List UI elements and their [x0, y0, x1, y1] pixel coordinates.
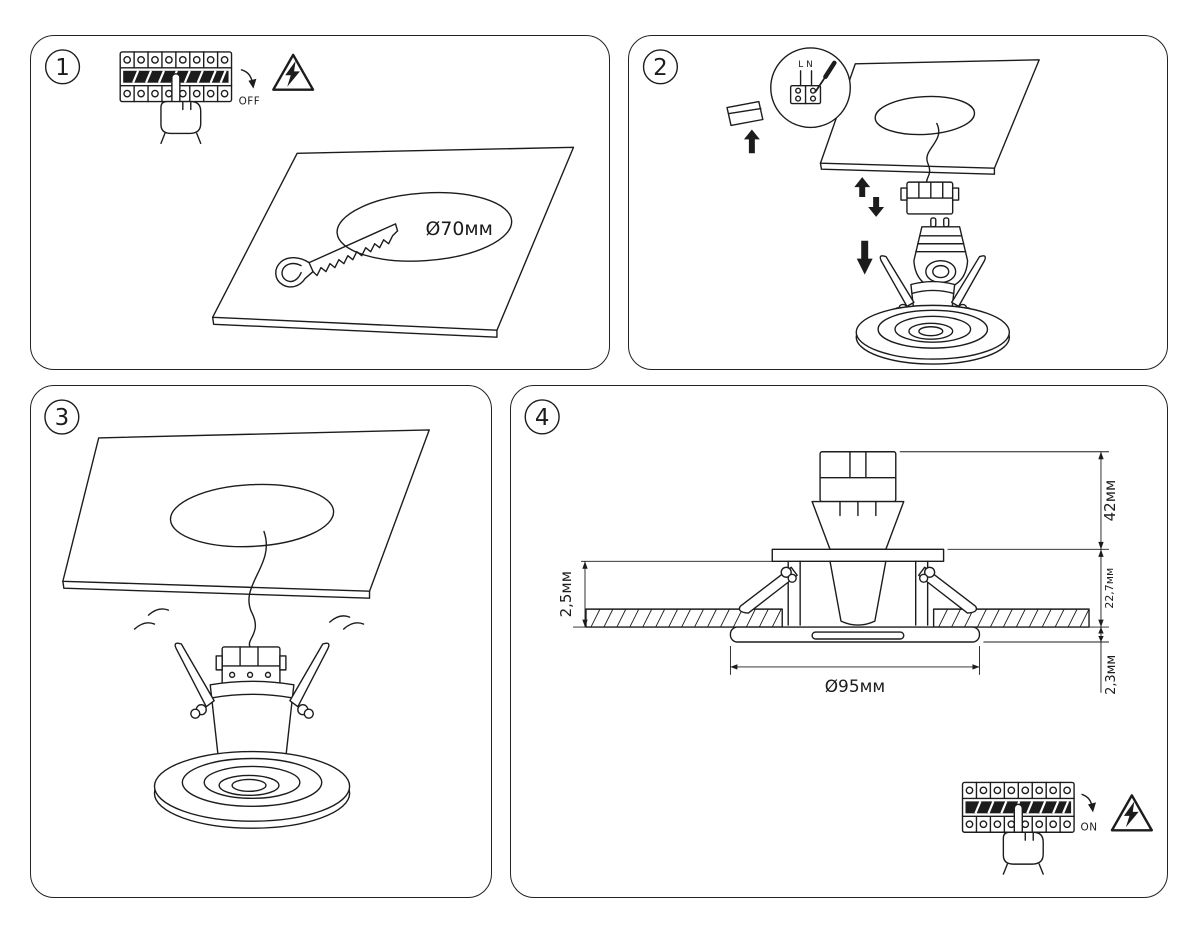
spring-clip-right [950, 255, 986, 308]
fixture-body [209, 680, 295, 758]
step-number: 1 [55, 55, 70, 81]
step-3-illustration: 3 [44, 399, 430, 829]
power-on-label: ON [1081, 821, 1098, 833]
trim-ring [855, 304, 1011, 365]
step-number-badge: 2 [642, 49, 679, 85]
wire-labels: L N [798, 60, 813, 70]
ceiling-wire [926, 122, 940, 183]
spring-clip-right [917, 566, 978, 614]
step-2-illustration: 2 L N [642, 47, 1040, 365]
terminal-box [819, 451, 897, 503]
breaker-terminal-strip-icon [119, 50, 233, 145]
dim-height-label: 42мм [1101, 480, 1119, 522]
terminal-box [215, 646, 287, 686]
hole-diameter-label: Ø70мм [425, 218, 492, 240]
screwdriver-icon [814, 60, 837, 93]
terminal-box [900, 181, 960, 215]
breaker-terminal-strip-icon [961, 781, 1076, 876]
switch-off-arrow [240, 69, 257, 89]
step-number-badge: 4 [524, 399, 560, 435]
ceiling-tile [819, 59, 1040, 175]
dim-recess-label: 22,7мм [1103, 568, 1116, 609]
motion-lines [133, 608, 365, 630]
ceiling-wire [248, 530, 267, 648]
mounting-plate [771, 548, 945, 563]
cutout-hole [169, 483, 335, 548]
step-1-illustration: 1 OFF Ø70мм [44, 49, 575, 338]
assembly-direction-arrows [854, 177, 885, 217]
step-2-panel: 2 L N [628, 35, 1168, 370]
spring-clip-left [738, 566, 798, 614]
dim-flange-label: 2,3мм [1104, 655, 1119, 695]
keyhole-saw-icon [275, 223, 399, 288]
ceiling-tile [62, 429, 430, 599]
step-1-panel: 1 OFF Ø70мм [30, 35, 610, 370]
switch-on-arrow [1081, 793, 1096, 813]
step-number: 2 [653, 55, 668, 81]
wire-connector-pack [726, 100, 764, 127]
power-off-label: OFF [239, 96, 261, 108]
cutout-hole [336, 191, 513, 262]
dim-cutout-label: Ø95мм [825, 676, 885, 696]
cross-section-drawing [585, 451, 1090, 643]
step-4-panel: 4 [510, 385, 1168, 898]
ceiling-slab [585, 608, 1090, 628]
high-voltage-warning-icon [272, 53, 315, 91]
housing-walls [787, 560, 929, 626]
spring-clip-left [174, 642, 215, 708]
gu10-lamp [913, 217, 969, 290]
insert-down-arrow [856, 240, 873, 275]
spring-clip-left [879, 255, 915, 308]
wiring-detail-circle: L N [770, 47, 851, 129]
cutout-hole [874, 95, 976, 136]
step-number-badge: 3 [44, 399, 80, 435]
spring-clip-right [289, 642, 330, 708]
ceiling-tile [211, 146, 575, 338]
step-number: 4 [535, 405, 550, 431]
high-voltage-warning-icon [1110, 794, 1153, 832]
dimensions: 42мм 22,7мм 2,3мм 2,5мм Ø95мм [557, 451, 1119, 696]
step-3-panel: 3 [30, 385, 492, 898]
step-number-badge: 1 [44, 49, 81, 85]
step-4-illustration: 4 [524, 399, 1153, 876]
trim-ring-flange [729, 626, 981, 643]
step-number: 3 [55, 405, 70, 431]
spotlight-fixture [153, 642, 351, 829]
spotlight-fixture [855, 255, 1011, 365]
dim-ceiling-label: 2,5мм [557, 571, 575, 617]
insert-up-arrow [743, 129, 760, 154]
trim-ring [153, 750, 351, 829]
